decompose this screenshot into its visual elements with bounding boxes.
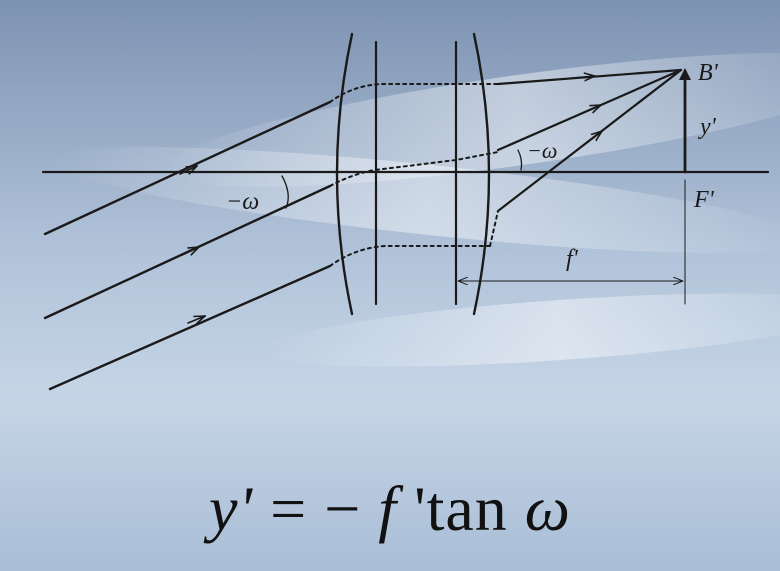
field-angle-arc-object xyxy=(281,175,289,209)
incident-ray-bottom xyxy=(48,264,332,391)
internal-ray-dotted xyxy=(329,83,499,103)
formula-f: f xyxy=(378,473,398,544)
background-streak xyxy=(260,293,780,367)
ray-arrow xyxy=(583,131,602,146)
background-streak xyxy=(163,52,780,188)
focal-point-label: F' xyxy=(693,187,715,213)
field-angle-object-label: −ω xyxy=(226,189,259,215)
formula-omega: ω xyxy=(524,473,571,544)
formula-tan: tan xyxy=(426,473,525,544)
lens-left-surface xyxy=(335,32,354,316)
formula-prime: ' xyxy=(397,473,427,544)
ray-arrow xyxy=(579,105,601,115)
internal-ray-dotted xyxy=(329,245,491,267)
formula-equals: = − xyxy=(253,473,379,544)
field-angle-arc-image xyxy=(517,149,523,171)
internal-ray-dotted xyxy=(329,151,499,187)
background-streak xyxy=(52,147,780,253)
ray-arrow xyxy=(181,247,199,255)
field-angle-image-label: −ω xyxy=(527,138,557,163)
ray-arrow xyxy=(571,76,595,78)
image-height-label: y' xyxy=(698,114,717,140)
ray-arrow xyxy=(187,316,205,323)
ray-arrow xyxy=(179,166,197,174)
point-b-prime-label: B' xyxy=(698,60,719,86)
exit-ray-dotted-link xyxy=(489,210,499,247)
formula-lhs: y' xyxy=(209,473,254,544)
focal-length-label: f' xyxy=(566,246,579,272)
formula: y' = − f 'tan ω xyxy=(0,472,780,546)
